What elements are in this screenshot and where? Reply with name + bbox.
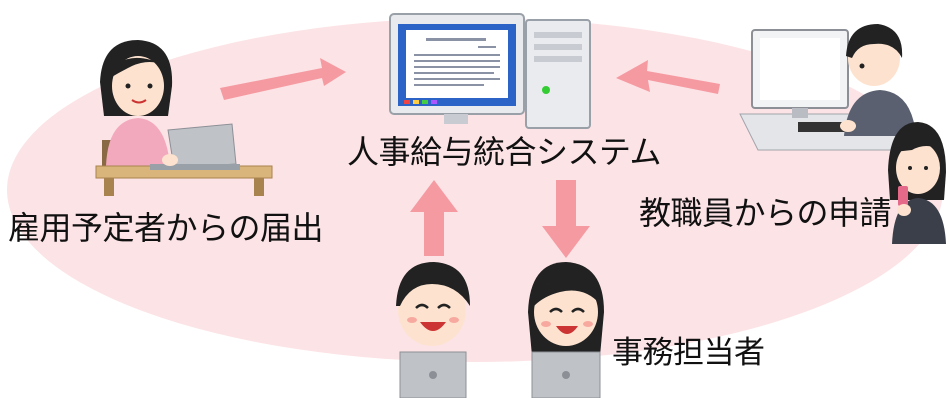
system-label: 人事給与統合システム [347, 133, 662, 171]
background-ellipse [7, 18, 943, 362]
staff-man-illustration [739, 24, 916, 151]
arrow-hire-to-system [220, 58, 346, 100]
arrow-system-to-clerk [542, 180, 590, 258]
clerk-woman-illustration [528, 262, 604, 398]
clerk-label: 事務担当者 [612, 335, 765, 371]
arrow-clerk-to-system [410, 180, 458, 256]
staff-woman-phone-illustration [888, 122, 946, 244]
applicant-woman-illustration [95, 40, 273, 196]
clerk-man-illustration [396, 262, 470, 398]
computer-illustration [389, 13, 591, 129]
arrow-staff-to-system [616, 60, 720, 94]
applicant-notification-label: 雇用予定者からの届出 [8, 209, 324, 247]
staff-application-label: 教職員からの申請 [639, 194, 892, 232]
